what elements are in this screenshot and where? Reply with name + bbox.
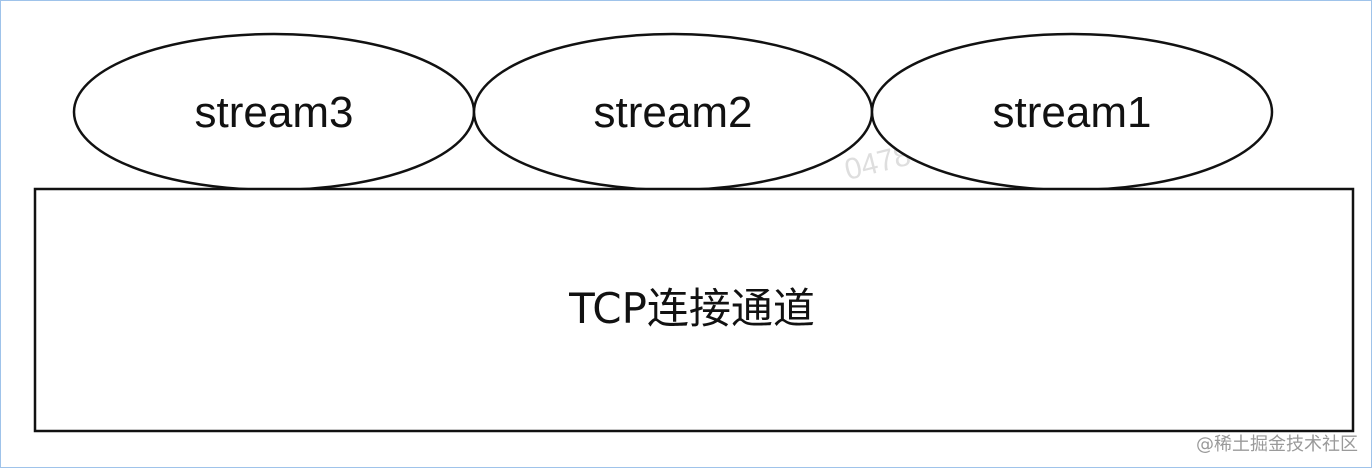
stream-node-3: stream3 [72,32,476,192]
tcp-channel-shape [33,187,1355,433]
stream-node-1: stream1 [870,32,1274,192]
tcp-channel-label: TCP连接通道 [568,284,815,333]
stream-node-3-label: stream3 [195,88,354,137]
stream-node-2: stream2 [472,32,874,192]
stream-node-1-label: stream1 [993,88,1152,137]
source-credit: @稀土掘金技术社区 [1196,434,1358,455]
stream-node-2-label: stream2 [594,88,753,137]
tcp-channel: TCP连接通道 [33,187,1355,433]
